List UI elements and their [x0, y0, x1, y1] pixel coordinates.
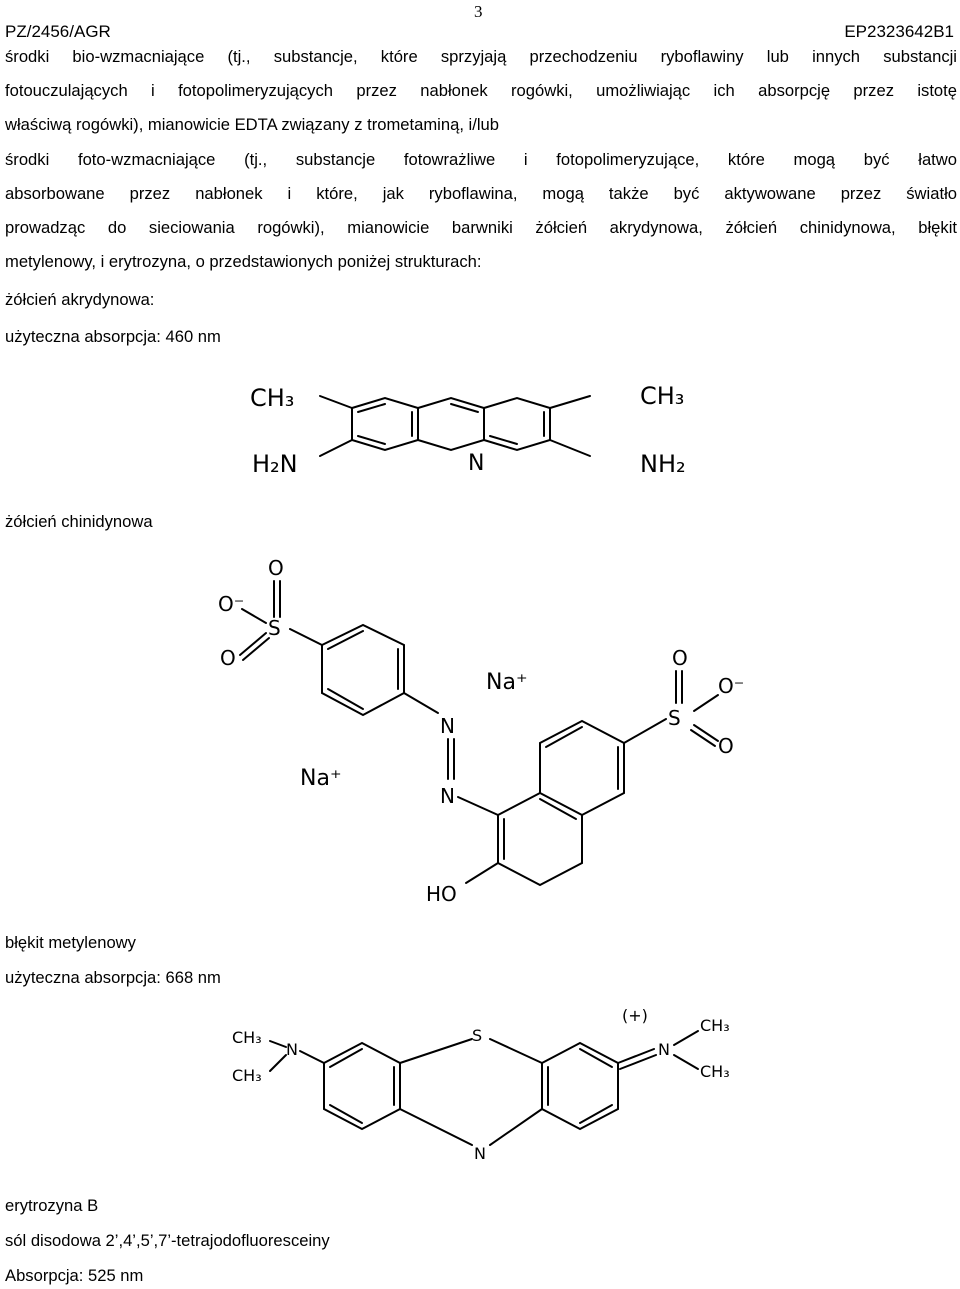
paragraph-line: środki foto-wzmacniające (tj., substancj… — [5, 149, 957, 169]
erythrosine-chemical-name: sól disodowa 2’,4’,5’,7’-tetrajodofluore… — [5, 1231, 330, 1250]
acridine-yellow-name: żółcień akrydynowa: — [5, 290, 155, 309]
paragraph-line: metylenowy, i erytrozyna, o przedstawion… — [5, 252, 482, 272]
positive-charge-label: (+) — [622, 1006, 648, 1025]
acridine-yellow-absorption: użyteczna absorpcja: 460 nm — [5, 327, 221, 346]
body-paragraph: środki bio-wzmacniające (tj., substancje… — [5, 40, 957, 279]
ch3-right-label: CH₃ — [640, 382, 684, 410]
ch3-label: CH₃ — [232, 1028, 262, 1047]
document-id-left: PZ/2456/AGR — [5, 22, 111, 41]
oxygen-label: O — [718, 734, 734, 758]
paragraph-line: środki bio-wzmacniające (tj., substancje… — [5, 47, 957, 66]
nitrogen-label: N — [474, 1144, 486, 1163]
sodium-ion-label: Na⁺ — [486, 670, 528, 695]
nitrogen-label: N — [286, 1040, 298, 1059]
methylene-blue-name: błękit metylenowy — [5, 933, 136, 952]
sulfur-label: S — [472, 1026, 482, 1045]
oxygen-label: O — [220, 646, 236, 670]
erythrosine-name: erytrozyna B — [5, 1196, 99, 1215]
ch3-label: CH₃ — [700, 1016, 730, 1035]
quinoline-yellow-name: żółcień chinidynowa — [5, 512, 153, 531]
ring-n-label: N — [468, 451, 484, 476]
acridine-yellow-structure: CH₃ CH₃ H₂N NH₂ N — [250, 382, 686, 478]
oxygen-minus-label: O⁻ — [718, 674, 744, 698]
hydroxyl-label: HO — [426, 882, 457, 906]
paragraph-line: właściwą rogówki), mianowicie EDTA związ… — [5, 115, 499, 135]
nh2-left-label: H₂N — [252, 450, 298, 478]
oxygen-minus-label: O⁻ — [218, 592, 244, 616]
paragraph-line: fotouczulających i fotopolimeryzujących … — [5, 81, 957, 101]
methylene-blue-structure: (+) CH₃ CH₃ N S N N CH₃ CH₃ — [232, 1006, 730, 1163]
erythrosine-absorption: Absorpcja: 525 nm — [5, 1266, 144, 1285]
sodium-ion-label: Na⁺ — [300, 766, 342, 791]
nh2-right-label: NH₂ — [640, 450, 686, 478]
nitrogen-label: N — [440, 784, 455, 808]
quinoline-yellow-structure: O S O⁻ O N N HO S O O⁻ O Na⁺ Na⁺ — [218, 556, 744, 906]
oxygen-label: O — [268, 556, 284, 580]
oxygen-label: O — [672, 646, 688, 670]
sulfur-label: S — [268, 616, 281, 640]
paragraph-line: prowadząc do sieciowania rogówki), miano… — [5, 217, 957, 237]
paragraph-line: absorbowane przez nabłonek i które, jak … — [5, 183, 957, 203]
ch3-label: CH₃ — [232, 1066, 262, 1085]
sulfur-label: S — [668, 706, 681, 730]
ch3-label: CH₃ — [700, 1062, 730, 1081]
document-id-right: EP2323642B1 — [844, 22, 954, 41]
ch3-left-label: CH₃ — [250, 384, 294, 412]
nitrogen-label: N — [658, 1040, 670, 1059]
page-number: 3 — [474, 2, 483, 21]
nitrogen-label: N — [440, 714, 455, 738]
methylene-blue-absorption: użyteczna absorpcja: 668 nm — [5, 968, 221, 987]
